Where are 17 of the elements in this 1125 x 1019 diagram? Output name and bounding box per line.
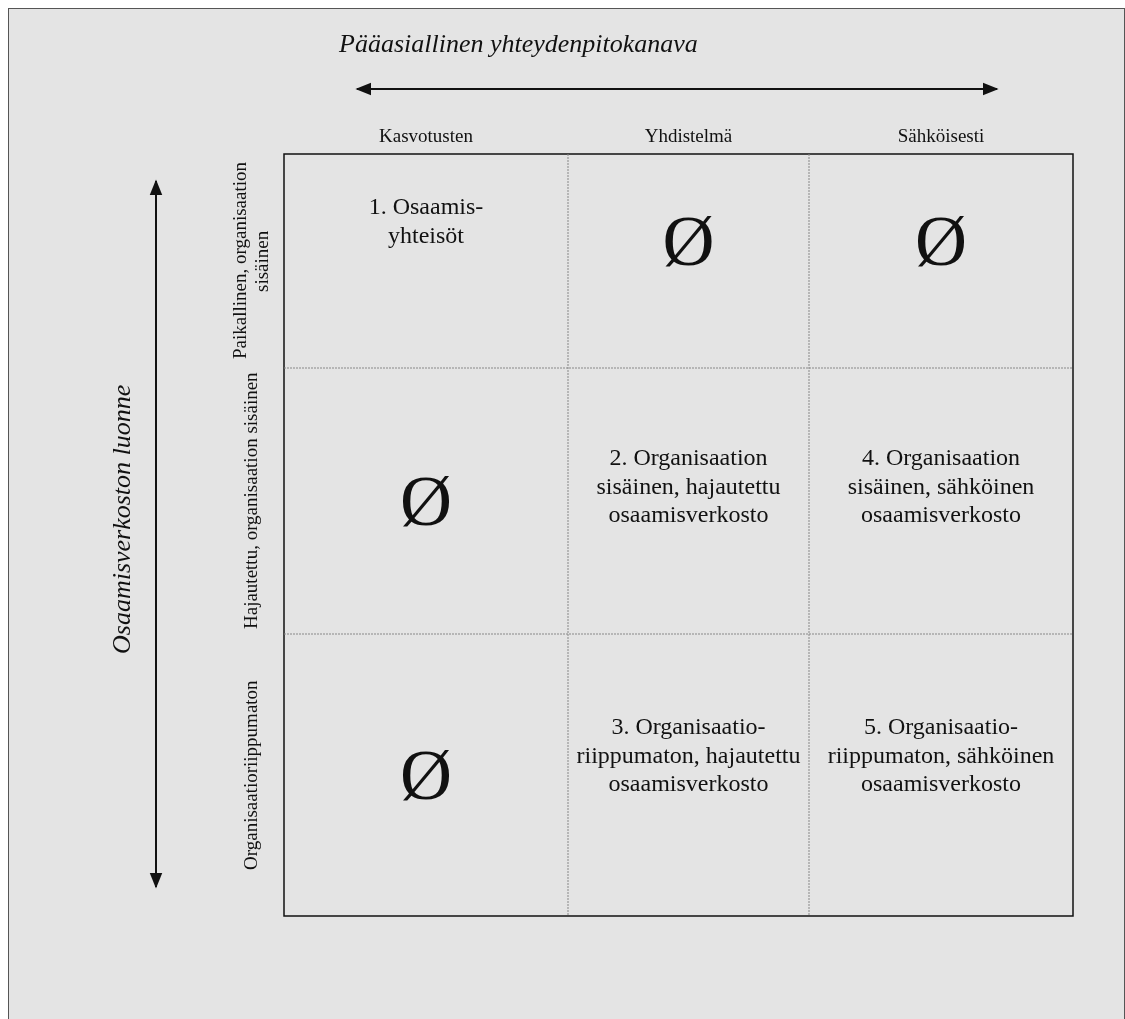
cell-text: 1. Osaamis- yhteisöt xyxy=(367,192,485,250)
row-header: Hajautettu, organisaation sisäinen xyxy=(239,372,263,630)
row-header: Organisaatioriippumaton xyxy=(239,679,263,872)
empty-set-symbol: Ø xyxy=(400,733,452,817)
cell-text: 4. Organisaation sisäinen, sähköinen osaamisverkosto xyxy=(846,442,1036,530)
column-header: Sähköisesti xyxy=(896,125,986,147)
cell-text: 5. Organisaatio- riippumaton, sähköinen osaamisverkosto xyxy=(826,711,1056,799)
empty-set-symbol: Ø xyxy=(662,199,715,283)
cell-text: 2. Organisaation sisäinen, hajautettu osaamisverkosto xyxy=(595,442,782,530)
axis-title: Pääasiallinen yhteydenpitokanava xyxy=(339,29,698,59)
column-header: Kasvotusten xyxy=(378,125,474,147)
empty-set-symbol: Ø xyxy=(400,459,452,543)
axis-title: Osaamisverkoston luonne xyxy=(107,383,137,656)
cell-text: 3. Organisaatio- riippumaton, hajautettu osaamisverkosto xyxy=(575,711,802,799)
column-header: Yhdistelmä xyxy=(643,125,734,147)
row-header: Paikallinen, organisaation sisäinen xyxy=(228,161,273,362)
empty-set-symbol: Ø xyxy=(915,199,967,283)
